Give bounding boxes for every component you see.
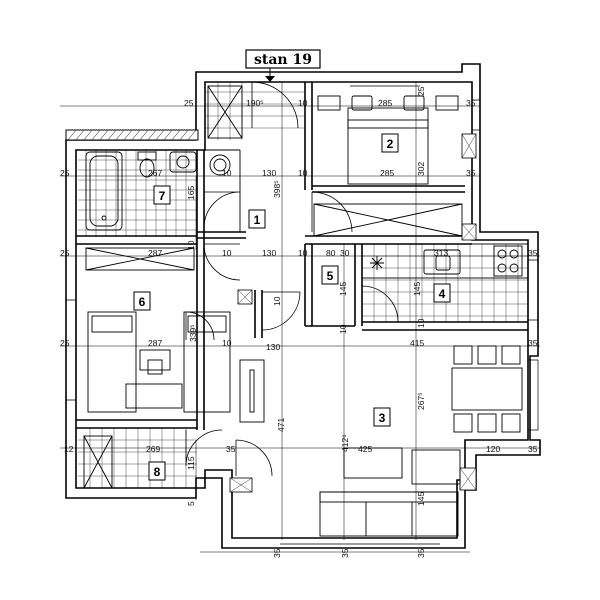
plan-title: stan 19 [254, 52, 312, 68]
dim-label: 10 [298, 168, 308, 178]
dim-label: 10 [186, 240, 196, 250]
dim-label: 25 [416, 86, 426, 96]
room-6: 6 [133, 291, 151, 311]
dim-label: 339⁵ [188, 324, 198, 342]
dim-label: 398⁵ [272, 180, 282, 198]
dim-label: 287 [148, 248, 162, 258]
dim-label: 80 [326, 248, 336, 258]
doors [185, 81, 399, 477]
dimension-labels: 25 190⁵ 10 285 25 35 25 267 10 130 398⁵ … [60, 86, 538, 558]
dim-label: 10 [272, 296, 282, 306]
dim-label: 130 [262, 248, 276, 258]
entrance-arrow-icon [265, 76, 275, 82]
bathtub [85, 151, 123, 231]
dim-label: 120 [486, 444, 500, 454]
dim-label: 10 [338, 324, 348, 334]
washbasin [169, 151, 197, 173]
dim-label: 25 [60, 168, 70, 178]
dim-label: 35 [466, 168, 476, 178]
dim-label: 130 [262, 168, 276, 178]
room-number: 4 [439, 287, 446, 301]
coffee-table [343, 447, 403, 479]
room-5: 5 [321, 265, 339, 285]
stove [493, 245, 523, 277]
room-numbers: 1 2 3 4 5 6 7 8 [133, 133, 451, 481]
toilet [137, 151, 157, 161]
room-number: 1 [254, 213, 261, 227]
room-8: 8 [148, 461, 166, 481]
dim-label: 5 [186, 501, 196, 506]
dim-label: 285 [378, 98, 392, 108]
dim-label: 412⁶ [340, 434, 350, 452]
bed-double [347, 107, 429, 185]
dim-label: 35 [272, 548, 282, 558]
dim-label: 313 [434, 248, 448, 258]
room-number: 6 [139, 295, 146, 309]
dim-label: 25 [60, 338, 70, 348]
dim-label: 145 [412, 282, 422, 296]
wardrobe-bedroom-2 [313, 203, 463, 237]
dim-label: 471 [276, 418, 286, 432]
dim-label: 145 [416, 492, 426, 506]
dim-label: 35 [226, 444, 236, 454]
wardrobe-entry [207, 85, 243, 139]
dim-label: 285 [380, 168, 394, 178]
armchair [411, 449, 461, 485]
room-4: 4 [433, 283, 451, 303]
shower [83, 435, 113, 489]
room-1: 1 [248, 209, 266, 229]
room-2: 2 [381, 133, 399, 153]
washing-machine [209, 154, 231, 176]
dim-label: 10 [298, 98, 308, 108]
bed-single-right [183, 311, 231, 413]
dim-label: 10 [222, 248, 232, 258]
dim-label: 10 [222, 338, 232, 348]
dim-label: 10 [222, 168, 232, 178]
room-number: 5 [327, 269, 334, 283]
dining-table [451, 367, 523, 411]
room-7: 7 [153, 185, 171, 205]
dim-label: 35 [528, 444, 538, 454]
dim-label: 10 [298, 248, 308, 258]
windows [66, 81, 539, 545]
dim-label: 267⁵ [416, 392, 426, 410]
kitchen-counter [361, 243, 529, 279]
title-block: stan 19 [245, 49, 321, 82]
room-3: 3 [373, 407, 391, 427]
dim-label: 12 [64, 444, 74, 454]
dim-label: 287 [148, 338, 162, 348]
dim-label: 130 [266, 342, 280, 352]
dimension-lines [60, 82, 540, 553]
dim-label: 269 [146, 444, 160, 454]
room-number: 8 [154, 465, 161, 479]
dim-label: 25 [60, 248, 70, 258]
dim-label: 165 [186, 186, 196, 200]
wall-columns [229, 133, 477, 493]
dim-label: 30 [340, 248, 350, 258]
dim-label: 35 [340, 548, 350, 558]
wardrobe-room-6 [85, 247, 195, 271]
bed-single-left [87, 311, 137, 413]
dim-label: 190⁵ [246, 98, 264, 108]
sofa [319, 491, 459, 537]
floor-tiles [78, 82, 528, 488]
dim-label: 35 [466, 98, 476, 108]
dim-label: 25 [184, 98, 194, 108]
dim-label: 35 [528, 248, 538, 258]
dim-label: 35 [416, 548, 426, 558]
dim-label: 145 [338, 282, 348, 296]
dim-label: 267 [148, 168, 162, 178]
room-number: 2 [387, 137, 394, 151]
dim-label: 35 [528, 338, 538, 348]
dim-label: 10 [416, 318, 426, 328]
dim-label: 425 [358, 444, 372, 454]
dim-label: 115 [186, 456, 196, 470]
hall-cabinet [239, 359, 265, 423]
room-number: 7 [159, 189, 166, 203]
dim-label: 302 [416, 162, 426, 176]
room-number: 3 [379, 411, 386, 425]
dim-label: 415 [410, 338, 424, 348]
